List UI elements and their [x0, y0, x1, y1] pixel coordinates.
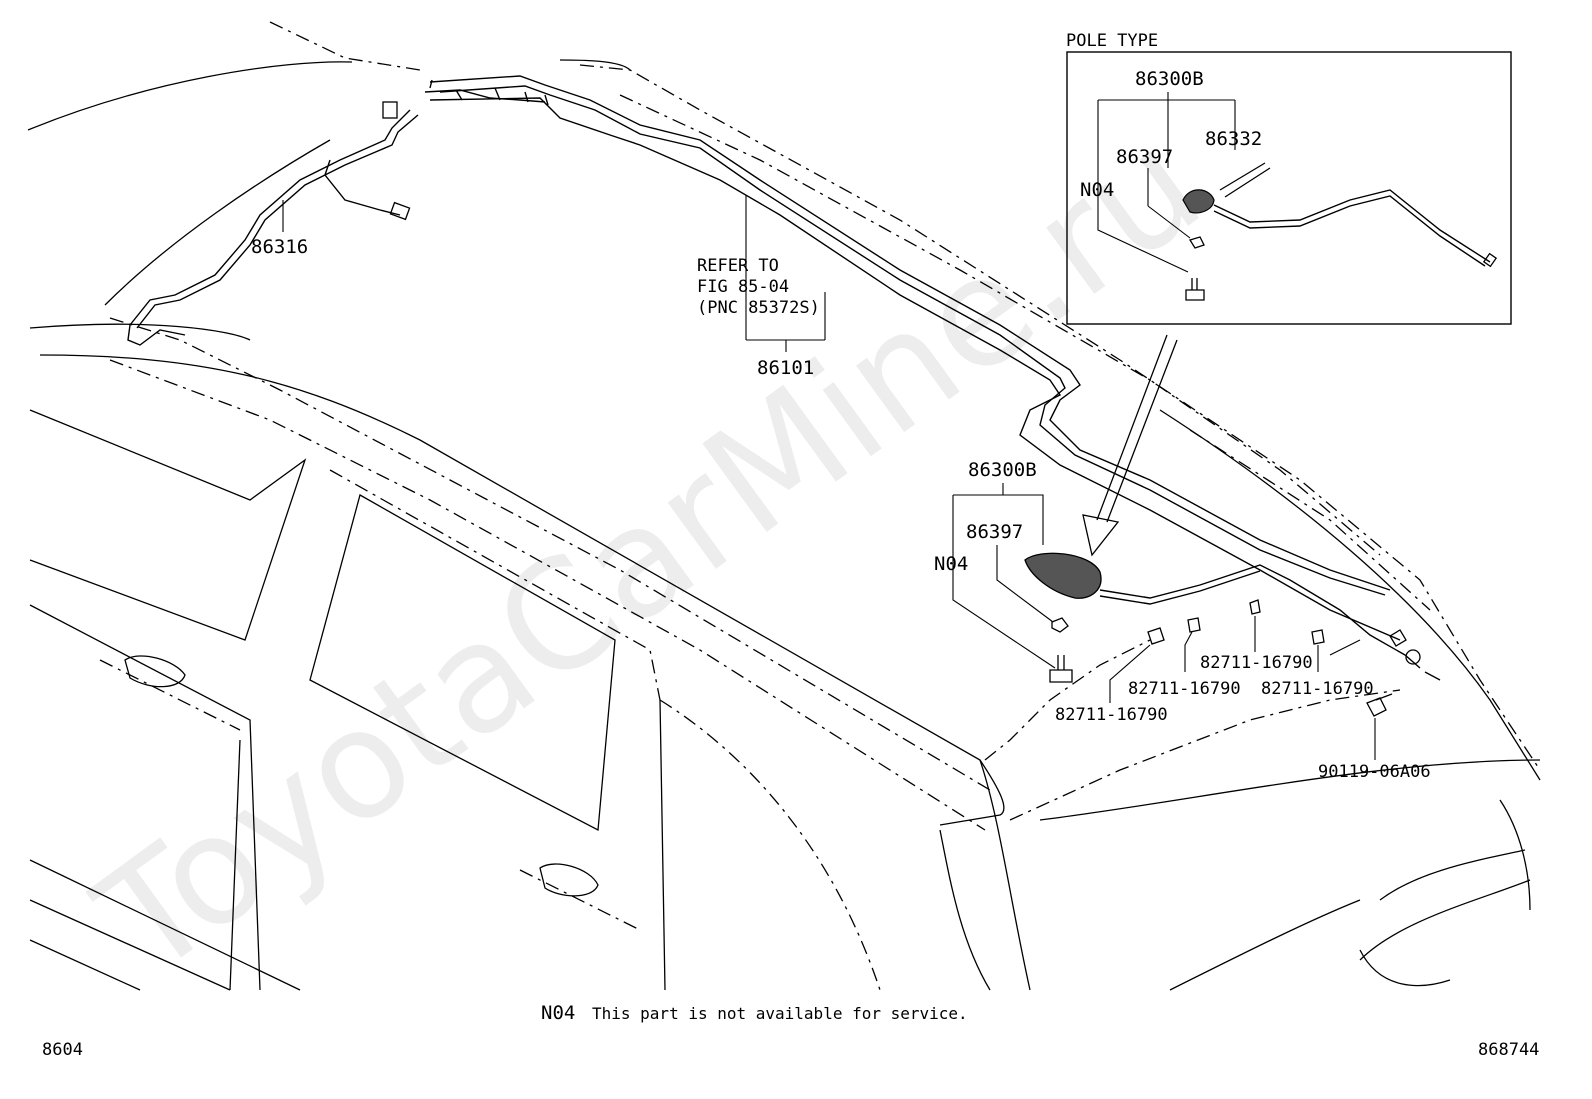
pole-type-inset — [1066, 51, 1512, 557]
diagram-code-left: 8604 — [42, 1040, 83, 1060]
label-inset-86300B: 86300B — [1135, 68, 1204, 90]
footnote-text: This part is not available for service. — [592, 1004, 968, 1023]
label-clip-c: 82711-16790 — [1261, 679, 1374, 699]
label-main-86300B: 86300B — [968, 459, 1037, 481]
label-clip-a: 82711-16790 — [1200, 653, 1313, 673]
label-86316: 86316 — [251, 236, 308, 258]
label-clip-b: 82711-16790 — [1128, 679, 1241, 699]
antenna-cord-86316 — [127, 101, 419, 346]
label-inset-86397: 86397 — [1116, 146, 1173, 168]
label-refer-line2: FIG 85-04 — [697, 277, 789, 297]
label-refer-line1: REFER TO — [697, 256, 779, 276]
clip-parts — [1147, 599, 1393, 717]
antenna-cord-86101 — [424, 75, 1401, 641]
label-inset-86332: 86332 — [1205, 128, 1262, 150]
label-main-86397: 86397 — [966, 521, 1023, 543]
label-inset-N04: N04 — [1080, 179, 1114, 201]
diagram-code-right: 868744 — [1478, 1040, 1539, 1060]
antenna-assembly-86300B — [1024, 552, 1441, 683]
label-bolt: 90119-06A06 — [1318, 762, 1431, 782]
label-refer-line3: (PNC 85372S) — [697, 298, 820, 318]
label-clip-d: 82711-16790 — [1055, 705, 1168, 725]
label-main-N04: N04 — [934, 553, 968, 575]
vehicle-outline — [27, 21, 1541, 991]
footnote-code: N04 — [541, 1002, 575, 1024]
leader-lines — [282, 92, 1376, 760]
label-86101: 86101 — [757, 357, 814, 379]
label-pole-type: POLE TYPE — [1066, 31, 1158, 51]
